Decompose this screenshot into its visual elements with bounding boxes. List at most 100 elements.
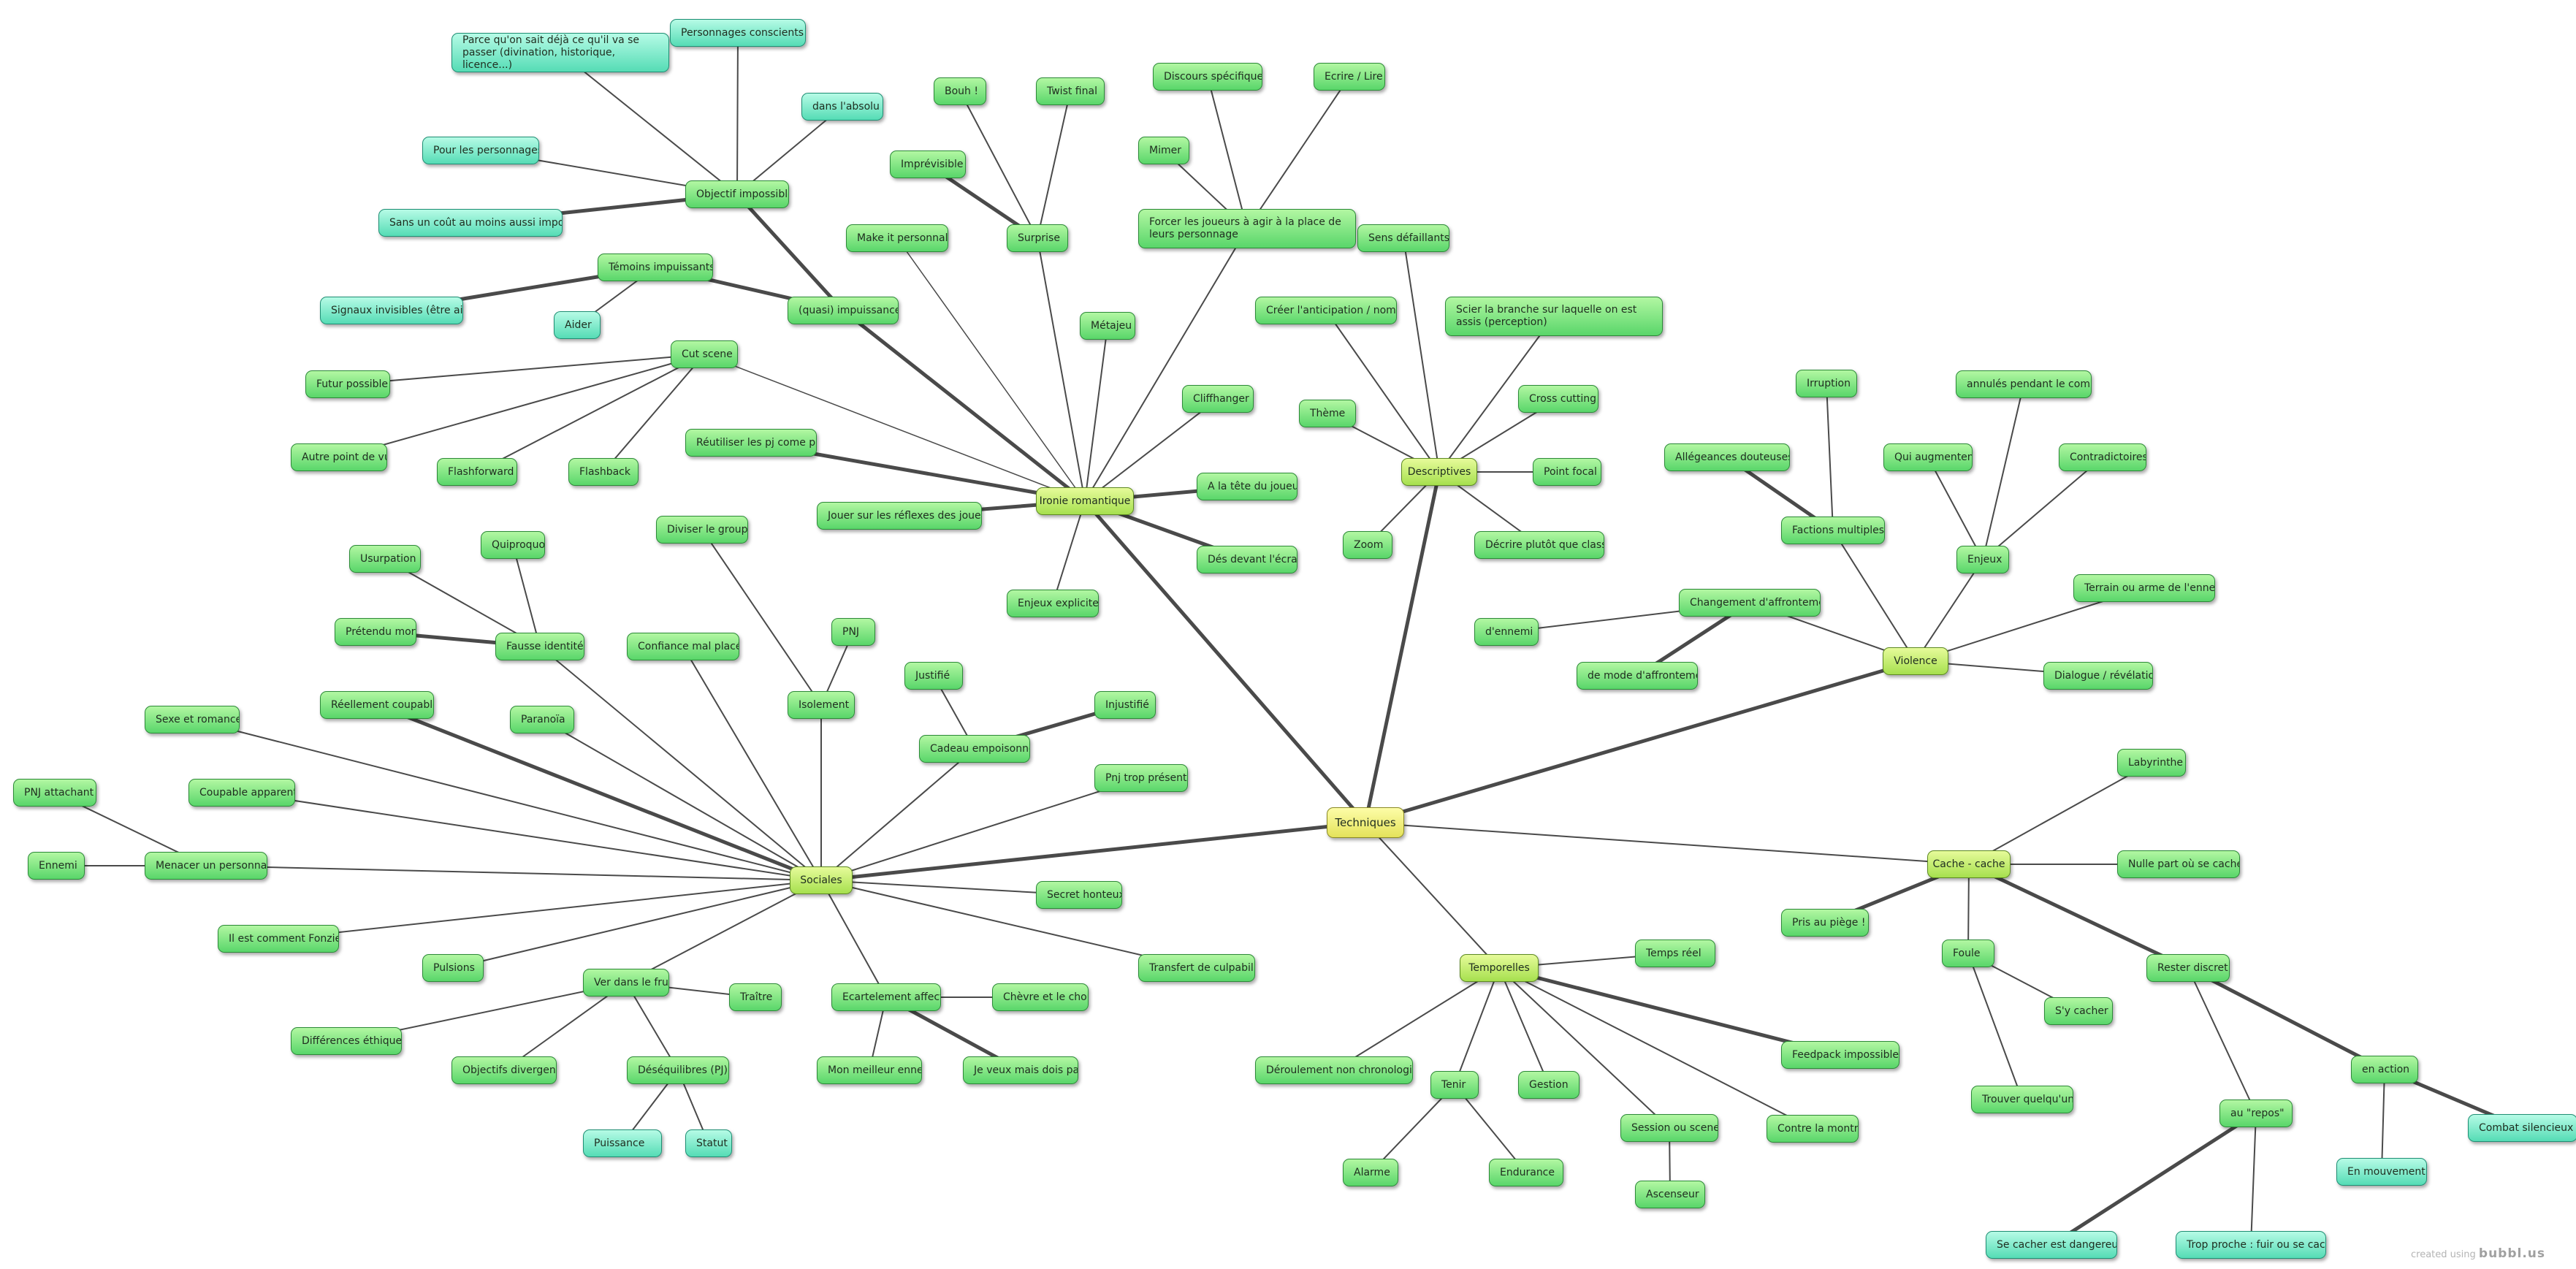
node-enaction[interactable]: en action [2351,1056,2418,1083]
node-cutscene[interactable]: Cut scene [671,340,738,368]
node-traitre[interactable]: Traître [729,983,782,1011]
node-autrepdv[interactable]: Autre point de vue [291,443,387,471]
node-bouh[interactable]: Bouh ! [934,77,986,105]
node-session[interactable]: Session ou scene [1620,1114,1718,1142]
node-scier[interactable]: Scier la branche sur laquelle on est ass… [1445,297,1663,336]
node-sexe[interactable]: Sexe et romance [145,706,240,733]
node-coupable[interactable]: Coupable apparent [188,779,295,807]
node-pris[interactable]: Pris au piège ! [1781,909,1869,937]
node-twist[interactable]: Twist final [1036,77,1105,105]
node-desequilibres[interactable]: Déséquilibres (PJ) [627,1056,729,1084]
node-ennemi[interactable]: Ennemi [28,852,85,880]
node-theme[interactable]: Thème [1299,400,1356,427]
node-secacher[interactable]: S'y cacher [2044,997,2113,1025]
node-flashforward[interactable]: Flashforward [437,458,517,486]
node-demode[interactable]: de mode d'affrontement [1577,662,1698,690]
node-confiance[interactable]: Confiance mal placée [627,633,739,660]
node-dennemi[interactable]: d'ennemi [1474,618,1539,646]
node-nullepart[interactable]: Nulle part où se cacher [2117,850,2240,878]
node-diviser[interactable]: Diviser le groupe [656,516,748,544]
node-discours[interactable]: Discours spécifique [1153,63,1262,91]
node-pnjtrop[interactable]: Pnj trop présents [1094,764,1188,792]
node-enmouvement[interactable]: En mouvement [2336,1158,2427,1186]
node-surprise[interactable]: Surprise [1007,224,1068,252]
node-contrelamontre[interactable]: Contre la montre [1767,1115,1859,1143]
node-pulsions[interactable]: Pulsions [422,954,484,982]
node-terrain[interactable]: Terrain ou arme de l'ennemi [2073,574,2215,602]
node-violence[interactable]: Violence [1883,647,1948,675]
node-ecrire[interactable]: Ecrire / Lire [1314,63,1385,91]
node-secacherdang[interactable]: Se cacher est dangereux [1986,1231,2117,1259]
node-secret[interactable]: Secret honteux [1036,881,1122,909]
node-quiproquo[interactable]: Quiproquo [481,531,545,559]
node-signaux[interactable]: Signaux invisibles (être aidé) [320,297,463,324]
node-deroulement[interactable]: Déroulement non chronologique [1255,1056,1413,1084]
node-techniques[interactable]: Techniques [1327,807,1404,838]
node-gestion[interactable]: Gestion [1518,1071,1579,1099]
node-jouerreflexes[interactable]: Jouer sur les réflexes des joueurs [817,502,982,530]
node-cadeau[interactable]: Cadeau empoisonné [919,735,1030,763]
node-tropproche[interactable]: Trop proche : fuir ou se cacher [2176,1231,2326,1259]
node-cliffhanger[interactable]: Cliffhanger [1182,385,1254,413]
node-jeveux[interactable]: Je veux mais dois pas [963,1056,1078,1084]
node-contradictoires[interactable]: Contradictoires [2059,443,2146,471]
node-parcequon[interactable]: Parce qu'on sait déjà ce qu'il va se pas… [451,33,669,72]
node-irruption[interactable]: Irruption [1796,370,1857,397]
node-ironie[interactable]: Ironie romantique [1036,487,1134,515]
node-differences[interactable]: Différences éthiques [291,1027,402,1055]
node-statut[interactable]: Statut [685,1129,732,1157]
node-fausseid[interactable]: Fausse identité [495,633,584,660]
node-feedpack[interactable]: Feedpack impossible [1781,1041,1899,1069]
node-objectif[interactable]: Objectif impossible [685,180,789,208]
node-paranoia[interactable]: Paranoïa [510,706,574,733]
node-pnjattachant[interactable]: PNJ attachant [13,779,96,807]
node-dialogue[interactable]: Dialogue / révélation [2043,662,2153,690]
node-tempsreel[interactable]: Temps réel [1635,940,1715,967]
node-foule[interactable]: Foule [1942,940,1994,967]
node-forcer[interactable]: Forcer les joueurs à agir à la place de … [1138,209,1356,248]
node-trouver[interactable]: Trouver quelqu'un [1971,1086,2073,1113]
node-fonzie[interactable]: Il est comment Fonzie? [218,925,339,953]
node-imprevisible[interactable]: Imprévisible [890,150,966,178]
node-mimer[interactable]: Mimer [1138,137,1189,164]
node-cache[interactable]: Cache - cache [1927,850,2011,878]
node-factions[interactable]: Factions multiples [1781,517,1885,544]
node-aider[interactable]: Aider [554,311,601,339]
node-absolu[interactable]: dans l'absolu [801,93,883,121]
node-objdiv[interactable]: Objectifs divergents [451,1056,557,1084]
node-endurance[interactable]: Endurance [1489,1159,1563,1186]
node-isolement[interactable]: Isolement [788,691,855,719]
node-transfert[interactable]: Transfert de culpabilité [1138,954,1255,982]
node-pointfocal[interactable]: Point focal [1533,458,1601,486]
node-meilleur[interactable]: Mon meilleur ennemi [817,1056,922,1084]
node-combatsil[interactable]: Combat silencieux [2468,1114,2576,1142]
node-ecartelement[interactable]: Ecartelement affectif [831,983,941,1011]
node-annules[interactable]: annulés pendant le combat [1956,370,2092,398]
node-pretendu[interactable]: Prétendu mort [335,618,416,646]
node-sanscout[interactable]: Sans un coût au moins aussi important [378,209,563,237]
node-alarme[interactable]: Alarme [1343,1159,1398,1186]
node-futur[interactable]: Futur possible [305,370,390,398]
node-menacer[interactable]: Menacer un personnage [145,852,267,880]
node-justifie[interactable]: Justifié [904,662,963,690]
node-temoins[interactable]: Témoins impuissants [598,254,713,281]
node-sociales[interactable]: Sociales [790,866,853,894]
node-puissance[interactable]: Puissance [583,1129,662,1157]
node-aurepos[interactable]: au "repos" [2219,1100,2293,1127]
node-changement[interactable]: Changement d'affrontement [1679,589,1821,617]
node-pnj[interactable]: PNJ [831,618,875,646]
node-metajeu[interactable]: Métajeu [1080,312,1135,340]
node-enjeuxexp[interactable]: Enjeux explicites [1007,590,1099,617]
node-sensdef[interactable]: Sens défaillants [1357,224,1449,252]
node-mainit[interactable]: Make it personnal ! [846,224,948,252]
node-alatete[interactable]: A la tête du joueur [1197,473,1297,500]
node-labyrinthe[interactable]: Labyrinthe [2117,749,2186,777]
node-zoom[interactable]: Zoom [1343,531,1392,559]
node-ascenseur[interactable]: Ascenseur [1635,1181,1705,1208]
node-allegeances[interactable]: Allégeances douteuses [1664,443,1790,471]
node-pourperso[interactable]: Pour les personnages [422,137,539,164]
node-enjeux[interactable]: Enjeux [1956,546,2009,573]
node-reutiliser[interactable]: Réutiliser les pj come pnj [685,429,817,457]
node-persocons[interactable]: Personnages conscients ? [670,19,806,47]
node-creeranticipation[interactable]: Créer l'anticipation / nommer [1255,297,1397,324]
